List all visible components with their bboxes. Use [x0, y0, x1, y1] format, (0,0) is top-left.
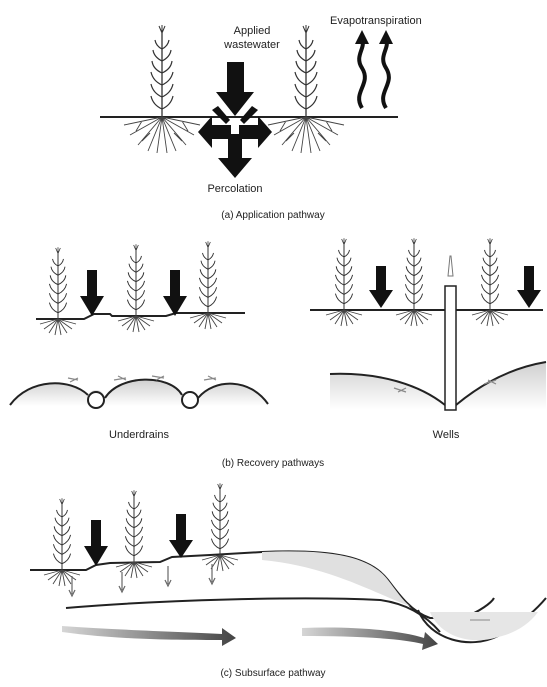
applied-arrow-b2	[163, 270, 187, 316]
wells-diagram: Wells	[310, 238, 546, 441]
underdrain-pipe-2	[182, 392, 198, 408]
label-wells: Wells	[433, 429, 460, 441]
water-table-wells	[330, 362, 546, 410]
label-underdrains: Underdrains	[109, 429, 169, 441]
panel-subsurface-pathway: (c) Subsurface pathway	[30, 483, 546, 679]
applied-arrow-b3	[369, 266, 393, 308]
applied-arrow-c2	[169, 514, 193, 558]
percolation-arrows-c	[69, 564, 215, 596]
plant-b-6	[472, 238, 508, 326]
plant-b-1	[40, 247, 76, 335]
underdrain-pipe-1	[88, 392, 104, 408]
ground-surface-c	[30, 551, 494, 618]
caption-b: (b) Recovery pathways	[222, 458, 324, 469]
underdrains-diagram: Underdrains	[10, 241, 268, 441]
applied-wastewater-arrow	[216, 62, 254, 116]
subsurface-flow-arrow-1	[62, 626, 236, 646]
percolation-arrow	[218, 134, 252, 178]
well-up-arrow	[448, 256, 453, 276]
applied-arrow-b1	[80, 270, 104, 316]
ground-surface-b-left	[36, 313, 245, 319]
plant-c-2	[116, 490, 152, 578]
plant-b-5	[396, 238, 432, 326]
applied-arrow-c1	[84, 520, 108, 566]
label-evapotranspiration: Evapotranspiration	[330, 15, 422, 27]
stream-water	[430, 612, 538, 640]
well-casing	[445, 286, 456, 410]
evapotranspiration-arrows	[355, 30, 393, 108]
label-applied-line1: Applied	[234, 25, 271, 37]
applied-arrow-b4	[517, 266, 541, 308]
plant-b-3	[190, 241, 226, 329]
plant-a-left	[124, 25, 200, 153]
label-percolation: Percolation	[207, 183, 262, 195]
plant-b-2	[118, 244, 154, 332]
subsurface-flow-arrow-2	[302, 627, 438, 650]
plant-c-3	[202, 483, 238, 571]
label-applied-line2: wastewater	[223, 39, 280, 51]
plant-c-1	[44, 498, 80, 586]
panel-recovery-pathways: Underdrains Wells (b) Recovery pathways	[10, 238, 546, 469]
water-table-c	[66, 598, 440, 632]
plant-b-4	[326, 238, 362, 326]
caption-a: (a) Application pathway	[221, 210, 324, 221]
panel-application-pathway: Applied wastewater Evapotranspiration Pe…	[100, 15, 422, 221]
caption-c: (c) Subsurface pathway	[220, 668, 325, 679]
